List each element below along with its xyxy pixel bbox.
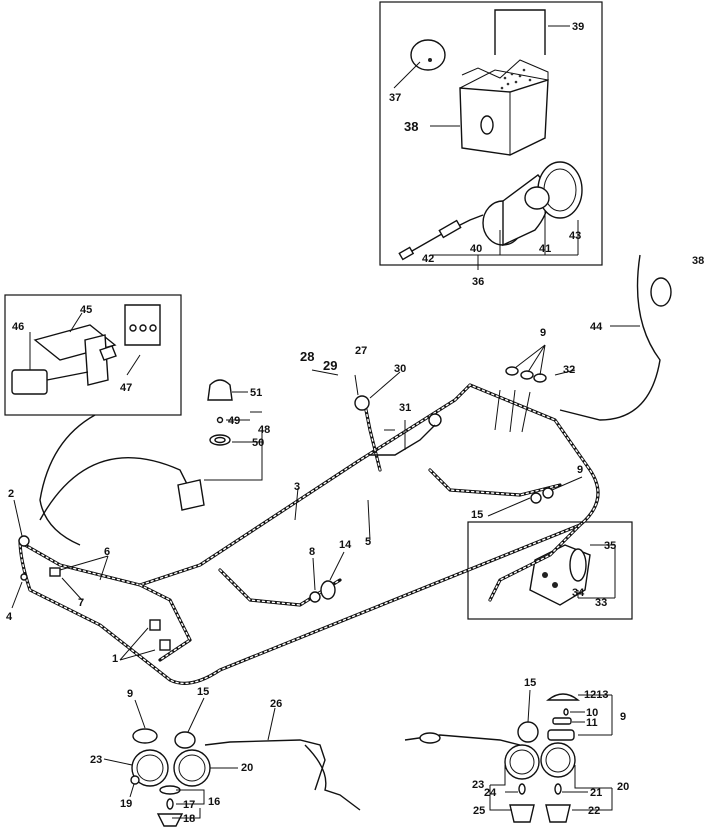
callout-41: 41	[539, 243, 551, 255]
callout-40: 40	[470, 243, 482, 255]
callout-7: 7	[78, 597, 84, 609]
callout-15: 15	[471, 509, 483, 521]
callout-17: 17	[183, 799, 195, 811]
callout-31: 31	[399, 402, 411, 414]
callout-9: 9	[540, 327, 546, 339]
callout-48: 48	[258, 424, 270, 436]
callout-23: 23	[472, 779, 484, 791]
inset-switch-bracket: 46 45 47	[4, 294, 182, 416]
callout-32: 32	[563, 364, 575, 376]
callout-37: 37	[389, 92, 401, 104]
inset-tail-lamp: 35 34 33	[467, 521, 633, 620]
callout-6: 6	[104, 546, 110, 558]
callout-45: 45	[80, 304, 92, 316]
callout-42: 42	[422, 253, 434, 265]
callout-34: 34	[572, 587, 585, 599]
lamp-housing-part	[177, 479, 205, 511]
callout-36: 36	[472, 276, 484, 288]
bracket-part	[494, 9, 546, 55]
callout-51: 51	[250, 387, 262, 399]
callout-47: 47	[120, 382, 132, 394]
callout-39: 39	[572, 21, 584, 33]
callout-21: 21	[590, 787, 602, 799]
callout-1213: 1213	[584, 689, 608, 701]
callout-27: 27	[355, 345, 367, 357]
main-harness: 2 4 6 7 1 3 5 8 14 15 9 9 32 44 38 27 28…	[6, 254, 704, 685]
callout-43: 43	[569, 230, 581, 242]
callout-11: 11	[586, 717, 598, 729]
nut-part	[99, 345, 117, 361]
callout-26: 26	[270, 698, 282, 710]
callout-20: 20	[241, 762, 253, 774]
callout-3: 3	[294, 481, 300, 493]
callout-29: 29	[323, 358, 337, 373]
callout-28: 28	[300, 349, 314, 364]
grommet-part	[132, 728, 158, 744]
lamp-cluster-left: 9 15 23 20 19 17 16 18 26	[90, 686, 361, 827]
callout-19: 19	[120, 798, 132, 810]
callout-5: 5	[365, 536, 371, 548]
callout-15: 15	[197, 686, 209, 698]
callout-20: 20	[617, 781, 629, 793]
grommet-part	[517, 721, 539, 743]
callout-49: 49	[228, 415, 240, 427]
connector-part	[354, 395, 370, 411]
callout-38: 38	[692, 255, 704, 267]
callout-38: 38	[404, 119, 418, 134]
lamp-dome-part	[207, 379, 233, 401]
switch-body-part	[11, 369, 48, 395]
callout-35: 35	[604, 540, 616, 552]
inset-border	[4, 294, 182, 416]
callout-22: 22	[588, 805, 600, 817]
callout-9: 9	[127, 688, 133, 700]
callout-10: 10	[586, 707, 598, 719]
callout-44: 44	[590, 321, 603, 333]
callout-24: 24	[484, 787, 497, 799]
callout-33: 33	[595, 597, 607, 609]
callout-30: 30	[394, 363, 406, 375]
callout-14: 14	[339, 539, 352, 551]
callout-8: 8	[309, 546, 315, 558]
callout-9: 9	[577, 464, 583, 476]
callout-16: 16	[208, 796, 220, 808]
callout-18: 18	[183, 813, 195, 825]
lens-cap-part	[546, 693, 580, 701]
callout-46: 46	[12, 321, 24, 333]
callout-2: 2	[8, 488, 14, 500]
sender-part	[650, 277, 672, 307]
callout-25: 25	[473, 805, 485, 817]
callout-4: 4	[6, 611, 13, 623]
callout-50: 50	[252, 437, 264, 449]
callout-15: 15	[524, 677, 536, 689]
box-part	[459, 79, 549, 156]
lamp-cluster-right: 15 1213 10 11 9 23 24 25 21 20 22	[404, 677, 629, 823]
inset-border	[379, 1, 603, 266]
inset-horn-assembly: 37 38 39 40 41 42 43 36	[379, 1, 603, 288]
callout-1: 1	[112, 653, 118, 665]
callout-9: 9	[620, 711, 626, 723]
callout-23: 23	[90, 754, 102, 766]
